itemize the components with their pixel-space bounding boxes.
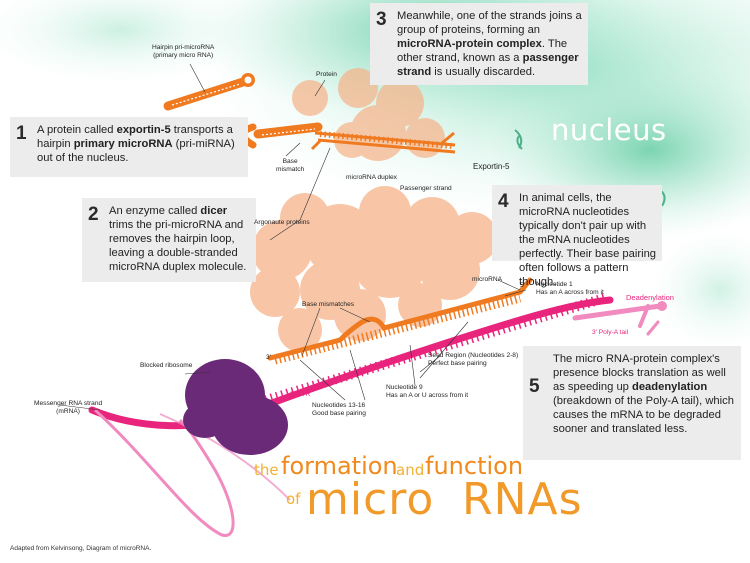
title-the: the xyxy=(254,461,279,479)
step-number: 1 xyxy=(16,123,27,144)
exportin-label: Exportin-5 xyxy=(473,162,510,171)
protein-cluster-top xyxy=(292,68,445,161)
step-3-text: Meanwhile, one of the strands joins a gr… xyxy=(397,10,582,78)
step-4-text: In animal cells, the microRNA nucleotide… xyxy=(519,192,657,288)
hairpin-pri-microrna xyxy=(163,73,255,111)
three-utr-label: 3' UTR xyxy=(290,391,311,398)
step-number: 3 xyxy=(376,9,387,30)
nucleus-label: nucleus xyxy=(551,113,667,147)
microrna-duplex-label: microRNA duplex xyxy=(346,174,397,181)
step-5-box: 5 The micro RNA-protein complex's presen… xyxy=(523,346,741,460)
hairpin-label: Hairpin pri-microRNA(primary micro RNA) xyxy=(152,44,215,59)
seed-region-label: Seed Region (Nucleotides 2-8)Perfect bas… xyxy=(428,352,519,367)
step-1-box: 1 A protein called exportin-5 transports… xyxy=(10,117,248,177)
microrna-label: microRNA xyxy=(472,276,503,283)
base-mismatches-label: Base mismatches xyxy=(302,301,355,308)
blocked-ribosome xyxy=(183,359,288,455)
polya-tail-label: 3' Poly-A tail xyxy=(592,329,629,336)
leader-lines xyxy=(59,63,527,411)
title-of: of xyxy=(286,490,301,508)
five-prime-label: 5' xyxy=(520,282,525,289)
title-function: function xyxy=(425,452,524,480)
step-3-box: 3 Meanwhile, one of the strands joins a … xyxy=(370,3,588,85)
blocked-ribosome-label: Blocked ribosome xyxy=(140,362,193,369)
argonaute-label: Argonaute proteins xyxy=(254,219,310,226)
step-number: 5 xyxy=(529,376,540,397)
step-2-text: An enzyme called dicer trims the pri-mic… xyxy=(109,205,247,273)
bound-microrna xyxy=(267,277,533,365)
step-2-box: 2 An enzyme called dicer trims the pri-m… xyxy=(82,198,256,282)
image-credit: Adapted from Kelvinsong, Diagram of micr… xyxy=(10,545,152,552)
argonaute-protein-cluster xyxy=(250,186,498,352)
title-formation: formation xyxy=(281,452,398,480)
passenger-strand-label: Passenger strand xyxy=(400,185,452,192)
mrna-strand xyxy=(88,293,667,537)
deadenylation-label: Deadenylation xyxy=(626,293,674,302)
title-micro: micro xyxy=(306,474,435,525)
step-number: 4 xyxy=(498,191,509,212)
step-5-text: The micro RNA-protein complex's presence… xyxy=(553,353,734,435)
step-1-text: A protein called exportin-5 transports a… xyxy=(37,124,235,164)
protein-label: Protein xyxy=(316,71,337,78)
step-number: 2 xyxy=(88,204,99,225)
three-prime-label: 3' xyxy=(266,354,271,361)
step-4-box: 4 In animal cells, the microRNA nucleoti… xyxy=(492,185,662,288)
title-and: and xyxy=(396,461,425,479)
title-rnas: RNAs xyxy=(462,474,583,525)
mrna-strand-label: Messenger RNA strand(mRNA) xyxy=(34,400,103,415)
